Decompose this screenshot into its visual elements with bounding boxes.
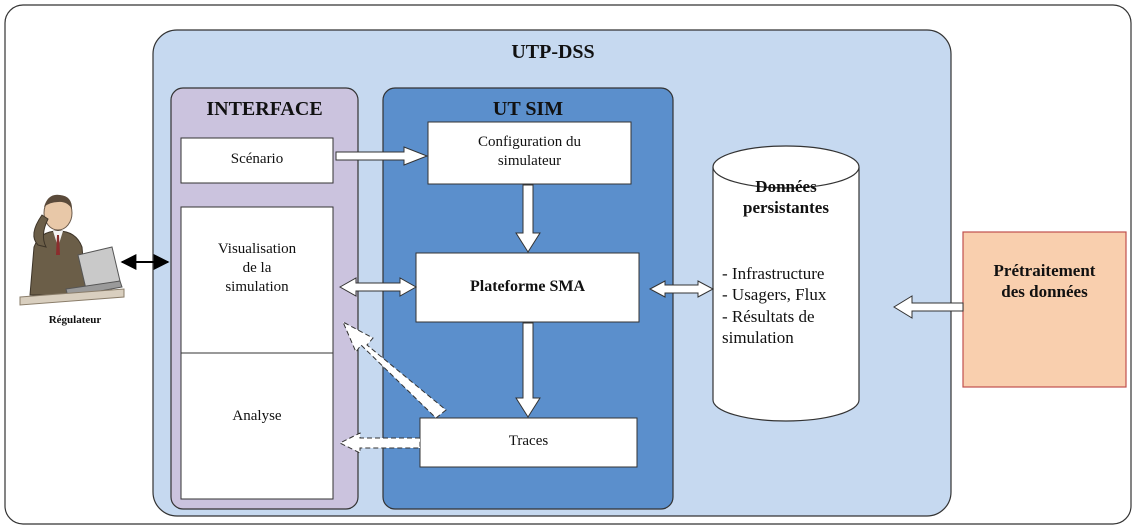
preprocessing-line-2: des données bbox=[1001, 282, 1088, 302]
configuration-box bbox=[427, 121, 632, 185]
ut-sim-title: UT SIM bbox=[492, 98, 564, 120]
configuration-label: Configuration du simulateur bbox=[428, 133, 631, 171]
traces-box bbox=[419, 417, 638, 468]
utp-dss-title: UTP-DSS bbox=[511, 41, 595, 63]
arrow-preprocessing-to-database bbox=[893, 295, 964, 319]
traces-label: Traces bbox=[508, 433, 549, 449]
visualisation-line-3: simulation bbox=[225, 278, 289, 295]
visualisation-line-2: de la bbox=[242, 259, 272, 276]
arrow-traces-to-visualisation-dashed bbox=[341, 320, 447, 419]
regulateur-label: Régulateur bbox=[48, 314, 102, 326]
preprocessing-line-1: Prétraitement bbox=[993, 261, 1096, 280]
plateforme-box bbox=[415, 252, 640, 323]
configuration-line-2: simulateur bbox=[497, 152, 562, 169]
database-title-line-1: Données bbox=[755, 177, 817, 196]
arrow-plateforme-database bbox=[648, 280, 715, 298]
arrow-scenario-to-config bbox=[335, 146, 429, 166]
scenario-label: Scénario bbox=[230, 151, 284, 167]
database-item: simulation bbox=[722, 327, 794, 347]
database-item: - Usagers, Flux bbox=[722, 285, 827, 305]
database-items: - Infrastructure - Usagers, Flux - Résul… bbox=[722, 263, 882, 348]
database-cylinder bbox=[712, 145, 860, 422]
analyse-box bbox=[180, 352, 334, 500]
preprocessing-title: Prétraitement des données bbox=[963, 260, 1126, 303]
visualisation-line-1: Visualisation bbox=[217, 241, 297, 257]
user-at-computer-icon bbox=[19, 194, 125, 306]
database-title: Données persistantes bbox=[713, 176, 859, 219]
database-item: - Infrastructure bbox=[722, 264, 825, 283]
configuration-line-1: Configuration du bbox=[478, 134, 581, 150]
scenario-box bbox=[180, 137, 334, 184]
preprocessing-box bbox=[962, 231, 1127, 388]
arrow-plateforme-to-traces bbox=[515, 322, 541, 418]
visualisation-label: Visualisation de la simulation bbox=[181, 240, 333, 296]
arrow-config-to-plateforme bbox=[515, 184, 541, 253]
database-title-line-2: persistantes bbox=[743, 198, 829, 218]
arrow-traces-to-analyse-dashed bbox=[338, 432, 421, 454]
database-item: - Résultats de bbox=[722, 306, 815, 326]
interface-title: INTERFACE bbox=[206, 98, 323, 120]
arrow-visualisation-plateforme bbox=[338, 277, 418, 297]
plateforme-label: Plateforme SMA bbox=[469, 278, 586, 295]
analyse-label: Analyse bbox=[232, 408, 282, 424]
